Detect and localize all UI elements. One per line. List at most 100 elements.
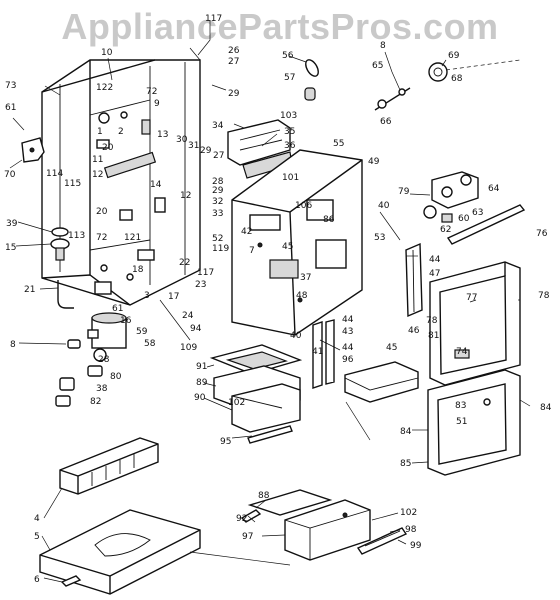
callout-20b: 20 [96,207,108,217]
callout-28b: 28 [98,355,110,365]
callout-95: 95 [220,437,231,447]
callout-41: 41 [312,347,323,357]
callout-56: 56 [282,51,294,61]
callout-46: 46 [408,326,420,336]
control-housing [423,171,479,223]
callout-37: 37 [300,273,311,283]
callout-86: 86 [323,215,335,225]
callout-43: 43 [342,327,353,337]
callout-7: 7 [249,246,255,256]
callout-109: 109 [180,343,197,353]
callout-57: 57 [284,73,295,83]
drawer-rail-98 [356,527,408,555]
callout-26: 26 [228,46,240,56]
callout-49: 49 [368,157,380,167]
callout-36: 36 [284,141,296,151]
fan-motor-assembly [87,312,127,362]
callout-115: 115 [64,179,81,189]
light-socket [304,59,319,101]
loose-small-parts [55,339,103,407]
callout-10: 10 [101,48,113,58]
callout-85: 85 [400,459,411,469]
callout-97: 97 [242,532,253,542]
callout-63: 63 [472,208,483,218]
callout-113: 113 [68,231,85,241]
callout-29c: 29 [212,186,224,196]
side-trim-strip [405,242,423,318]
callout-72b: 72 [96,233,107,243]
callout-79: 79 [398,187,410,197]
pan-guide [189,551,291,566]
callout-45b: 45 [386,343,397,353]
callout-44c: 44 [342,343,354,353]
callout-labels: 117 10 26 27 73 122 72 9 29 56 57 8 65 6… [4,14,552,585]
drain-tube [57,280,74,309]
callout-76: 76 [536,229,548,239]
callout-92: 92 [236,514,247,524]
callout-52: 52 [212,234,223,244]
callout-103: 103 [280,111,297,121]
callout-58: 58 [144,339,156,349]
lower-drawer [247,489,371,561]
callout-24: 24 [182,311,194,321]
callout-28: 28 [212,177,224,187]
callout-8: 8 [380,41,386,51]
callout-106: 106 [295,201,312,211]
callout-22: 22 [179,258,190,268]
callout-23: 23 [195,280,206,290]
callout-91: 91 [196,362,207,372]
callout-20: 20 [102,143,114,153]
callout-98: 98 [405,525,417,535]
freezer-door-panel [429,261,521,386]
callout-59: 59 [136,327,148,337]
callout-61: 61 [5,103,16,113]
callout-18: 18 [132,265,144,275]
dashed-guide [445,59,521,71]
toe-grille [59,437,159,495]
callout-72: 72 [146,87,157,97]
callout-73: 73 [5,81,16,91]
callout-44: 44 [429,255,441,265]
callout-88: 88 [258,491,270,501]
damper-shaft [374,87,411,111]
callout-84: 84 [540,403,552,413]
callout-102: 102 [228,398,245,408]
callout-80: 80 [110,372,122,382]
callout-90: 90 [194,393,206,403]
cabinet-shell [41,59,201,306]
callout-5: 5 [34,532,40,542]
callout-44b: 44 [342,315,354,325]
callout-21: 21 [24,285,35,295]
callout-122: 122 [96,83,113,93]
callout-9: 9 [154,99,160,109]
callout-66: 66 [380,117,392,127]
callout-31: 31 [188,141,199,151]
callout-101: 101 [282,173,299,183]
drain-pan [39,509,201,595]
callout-82: 82 [90,397,101,407]
callout-27: 27 [228,57,239,67]
callout-3: 3 [144,291,150,301]
callout-121: 121 [124,233,141,243]
callout-2: 2 [118,127,124,137]
drain-clip [60,575,82,587]
callout-8b: 8 [10,340,16,350]
callout-114: 114 [46,169,63,179]
callout-40b: 40 [290,331,302,341]
callout-62: 62 [440,225,451,235]
callout-11: 11 [92,155,103,165]
callout-29: 29 [228,89,240,99]
callout-39: 39 [6,219,18,229]
callout-33: 33 [212,209,223,219]
callout-45: 45 [282,242,293,252]
callout-74: 74 [456,347,468,357]
shelf-rail [446,204,526,245]
callout-12: 12 [92,170,103,180]
callout-70: 70 [4,170,16,180]
callout-83: 83 [455,401,466,411]
callout-117b: 117 [197,268,214,278]
callout-117: 117 [205,14,222,24]
callout-34: 34 [212,121,224,131]
callout-4: 4 [34,514,40,524]
